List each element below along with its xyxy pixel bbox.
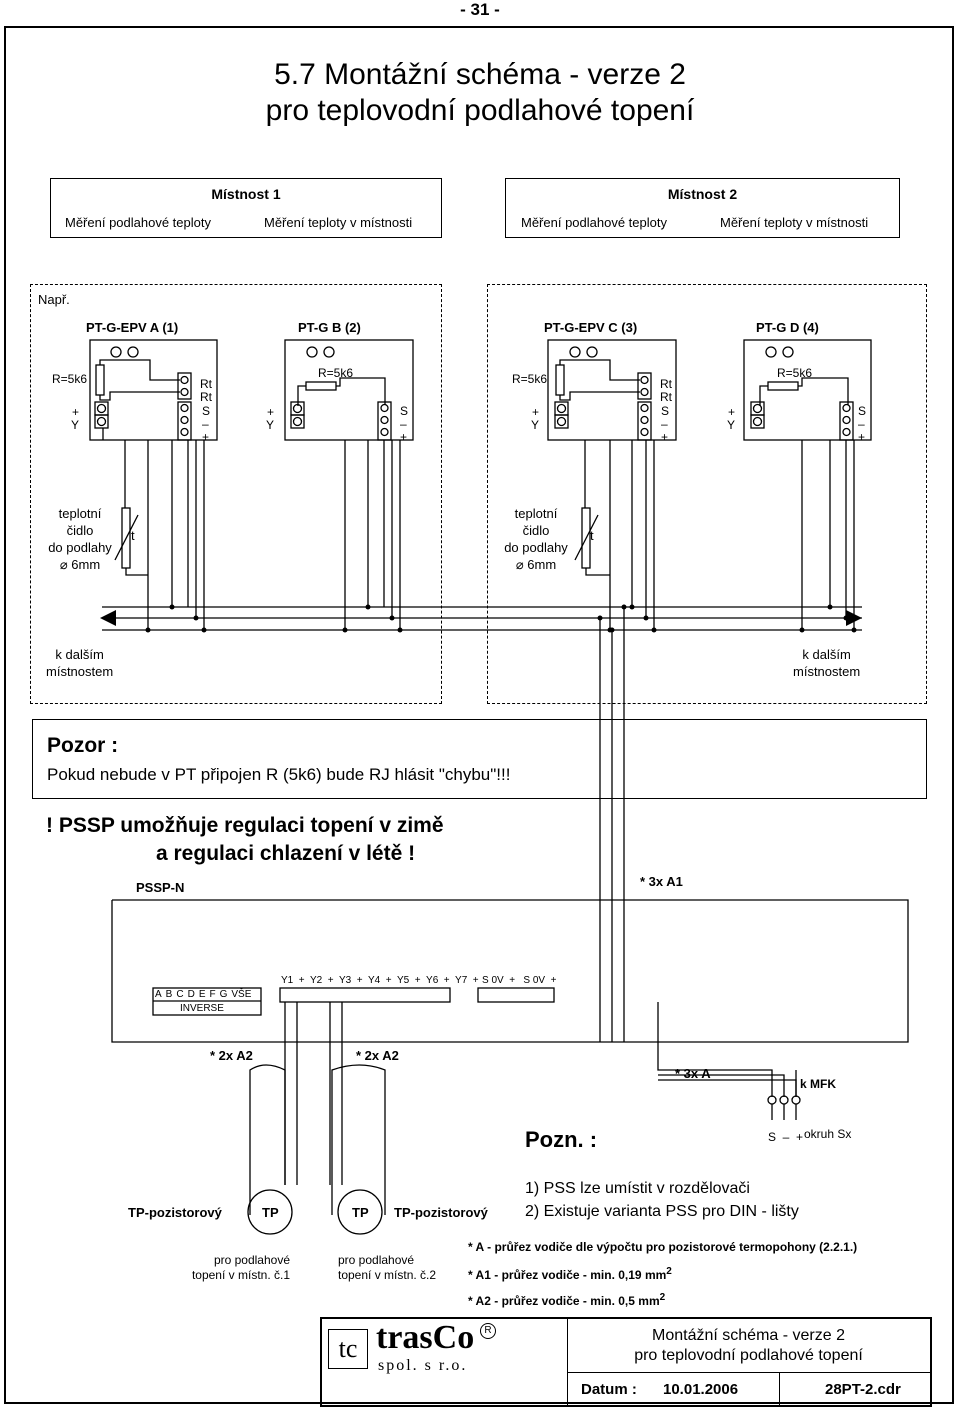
warning-box: Pozor : Pokud nebude v PT připojen R (5k… — [32, 719, 927, 799]
room-2-area — [487, 284, 927, 704]
cable-a2-label-2: * 2x A2 — [356, 1048, 399, 1063]
warning-text: Pokud nebude v PT připojen R (5k6) bude … — [47, 765, 511, 784]
plus-label: + — [728, 405, 736, 419]
mfk-label: k MFK — [800, 1077, 836, 1091]
resistor-label-d: R=5k6 — [777, 366, 813, 380]
page-subtitle: pro teplovodní podlahové topení — [265, 94, 695, 127]
logo-area: tc trasCo R spol. s r.o. — [322, 1319, 568, 1405]
inverse-terminals: ABCDEFGVŠE — [155, 989, 252, 1000]
resistor-label-c: R=5k6 — [512, 372, 548, 386]
circuit-label: okruh Sx — [804, 1127, 852, 1141]
room-1-col1: Měření podlahové teploty — [65, 215, 211, 230]
device-c-box — [547, 339, 677, 441]
s-minus-plus-b: S–+ — [400, 404, 409, 444]
device-c-name: PT-G-EPV C (3) — [544, 320, 638, 335]
pssp-note-line1: ! PSSP umožňuje regulaci topení v zimě — [46, 814, 444, 837]
device-d-name: PT-G D (4) — [756, 320, 819, 335]
legend-a1: * A1 - průřez vodiče - min. 0,19 mm2 — [468, 1266, 672, 1282]
room-2-col1: Měření podlahové teploty — [521, 215, 667, 230]
page-frame — [4, 26, 954, 1404]
page-title: 5.7 Montážní schéma - verze 2 — [274, 58, 686, 91]
rt-label: Rt — [660, 377, 672, 391]
pssp-n-label: PSSP-N — [136, 880, 185, 895]
device-b-box — [284, 339, 414, 441]
room-2-col2: Měření teploty v místnosti — [720, 215, 869, 230]
rooms-table: Místnost 1 Měření podlahové teploty Měře… — [50, 178, 900, 240]
y-terminals: Y1 + Y2 + Y3 + Y4 + Y5 + Y6 + Y7 + — [281, 975, 479, 986]
title-block-info: Datum : 10.01.2006 28PT-2.cdr — [567, 1373, 930, 1405]
legend-a2: * A2 - průřez vodiče - min. 0,5 mm2 — [468, 1292, 666, 1308]
s-minus-plus-c: S–+ — [661, 404, 670, 444]
sensor-t-2: t — [590, 528, 594, 543]
example-label: Např. — [38, 292, 70, 307]
logo-sub: spol. s r.o. — [378, 1357, 468, 1374]
warning-title: Pozor : — [47, 734, 119, 757]
plus-label: + — [72, 405, 80, 419]
plus-label: + — [532, 405, 540, 419]
resistor-label-a: R=5k6 — [52, 372, 88, 386]
inverse-label: INVERSE — [180, 1003, 224, 1014]
tp-pozist-label-2: TP-pozistorový — [394, 1205, 488, 1220]
s-terminals: S 0V + S 0V + — [482, 975, 557, 986]
resistor-label-b: R=5k6 — [318, 366, 354, 380]
device-b-name: PT-G B (2) — [298, 320, 361, 335]
room-2-box: Místnost 2 Měření podlahové teploty Měře… — [505, 178, 900, 238]
pozn-item-1: 1) PSS lze umístit v rozdělovači — [525, 1180, 750, 1197]
pozn-title: Pozn. : — [525, 1127, 598, 1152]
tp-label-1: TP — [262, 1205, 279, 1220]
cable-a2-label-1: * 2x A2 — [210, 1048, 253, 1063]
rt-label: Rt — [200, 390, 212, 404]
logo-brand: trasCo — [376, 1319, 475, 1356]
s-minus-plus-d: S–+ — [858, 404, 867, 444]
logo-mark: tc — [328, 1329, 368, 1369]
y-label: Y — [71, 418, 80, 432]
room-1-area — [30, 284, 442, 704]
title-block: tc trasCo R spol. s r.o. Montážní schéma… — [320, 1317, 932, 1407]
device-a-box — [89, 339, 218, 441]
sensor-t-1: t — [131, 528, 135, 543]
date-value: 10.01.2006 — [663, 1381, 739, 1398]
date-label: Datum : — [581, 1381, 637, 1398]
registered-icon: R — [480, 1323, 496, 1339]
doc-name: 28PT-2.cdr — [825, 1381, 901, 1398]
legend-a: * A - průřez vodiče dle výpočtu pro pozi… — [468, 1240, 858, 1254]
pssp-note-line2: a regulaci chlazení v létě ! — [156, 842, 416, 865]
s-minus-plus-a: S–+ — [202, 404, 211, 444]
circuit-terms: S – + — [768, 1130, 804, 1144]
plus-label: + — [267, 405, 275, 419]
room-1-box: Místnost 1 Měření podlahové teploty Měře… — [50, 178, 442, 238]
cable-a1-label: * 3x A1 — [640, 874, 683, 889]
rt-label: Rt — [200, 377, 212, 391]
page-number: - 31 - — [460, 0, 500, 19]
divider — [779, 1373, 780, 1405]
room-2-name: Místnost 2 — [667, 186, 738, 202]
room-1-name: Místnost 1 — [211, 186, 281, 202]
device-d-box — [743, 339, 872, 441]
rt-label: Rt — [660, 390, 672, 404]
pozn-item-2: 2) Existuje varianta PSS pro DIN - lišty — [525, 1203, 799, 1220]
device-a-name: PT-G-EPV A (1) — [86, 320, 179, 335]
tp-label-2: TP — [352, 1205, 369, 1220]
tp-pozist-label-1: TP-pozistorový — [128, 1205, 222, 1220]
room-1-col2: Měření teploty v místnosti — [264, 215, 413, 230]
y-label: Y — [531, 418, 540, 432]
y-label: Y — [727, 418, 736, 432]
cable-a-label: * 3x A — [675, 1066, 711, 1081]
y-label: Y — [266, 418, 275, 432]
